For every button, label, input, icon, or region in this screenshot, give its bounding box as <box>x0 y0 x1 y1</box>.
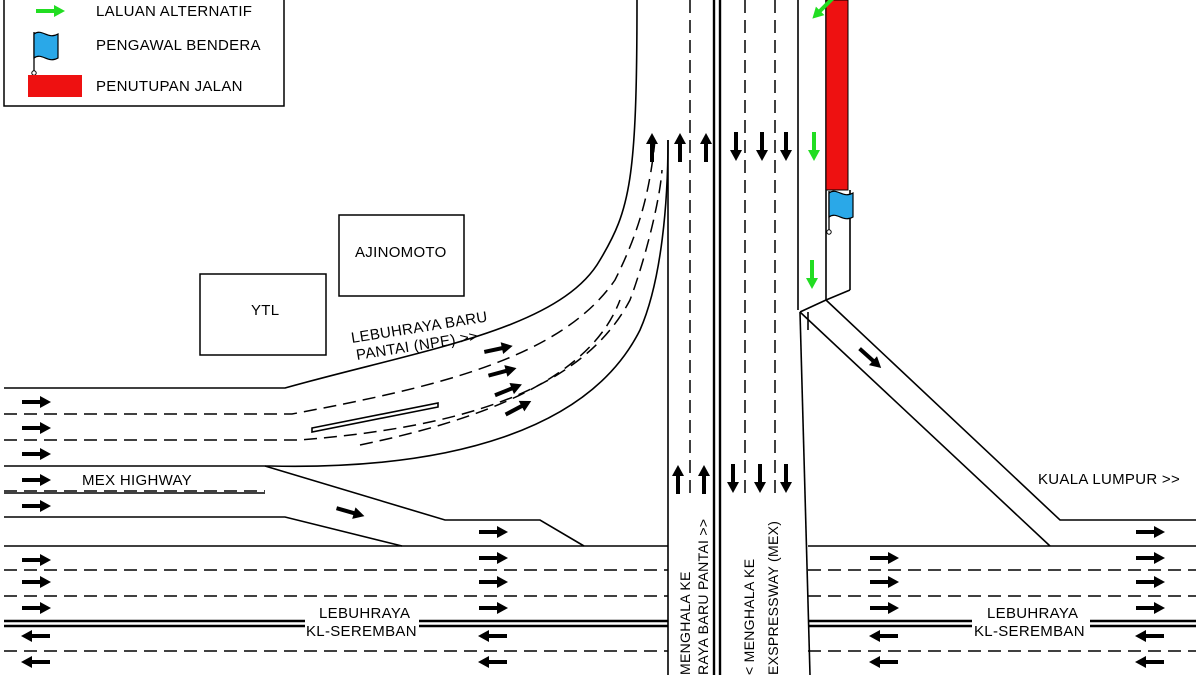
vertical-right-line1: < MENGHALA KE <box>741 559 757 675</box>
arrow-right-icon <box>870 602 899 614</box>
legend-red-bar-icon <box>28 75 82 97</box>
road-closure <box>825 0 849 191</box>
arrow-down-icon <box>780 464 792 493</box>
arrow-right-icon <box>22 576 51 588</box>
kl-seremban-left-label-bg <box>305 602 419 642</box>
building-ytl: YTL <box>199 273 327 356</box>
kl-seremban-right-line2: KL-SEREMBAN <box>974 623 1085 640</box>
arrow-up-icon <box>646 133 658 162</box>
arrow-right-icon <box>870 576 899 588</box>
arrow-right-icon <box>870 552 899 564</box>
vertical-left-line2: RAYA BARU PANTAI >> <box>695 519 711 675</box>
arrow-up-icon <box>700 133 712 162</box>
arrow-left-icon <box>478 630 507 642</box>
legend-label-flagman: PENGAWAL BENDERA <box>96 37 261 54</box>
arrow-right-icon <box>22 554 51 566</box>
flagman-icon <box>826 190 854 235</box>
arrow-right-icon <box>1136 526 1165 538</box>
arrow-right-icon <box>1136 552 1165 564</box>
vertical-right-line2: EXSPRESSWAY (MEX) <box>765 521 781 675</box>
road-labels: LEBUHRAYA BARU PANTAI (NPE) >> MEX HIGHW… <box>82 309 1180 675</box>
arrow-left-icon <box>478 656 507 668</box>
vertical-left-label-bg <box>670 498 712 675</box>
mex-highway-label: MEX HIGHWAY <box>82 472 192 489</box>
arrow-right-icon <box>1136 576 1165 588</box>
kl-seremban-left-line2: KL-SEREMBAN <box>306 623 417 640</box>
arrow-right-icon <box>22 602 51 614</box>
arrow-left-icon <box>21 656 50 668</box>
arrow-down-icon <box>756 132 768 161</box>
vertical-left-line1: MENGHALA KE <box>677 571 693 675</box>
arrow-right-icon <box>22 500 51 512</box>
arrow-npe-icon <box>486 362 519 382</box>
arrow-npe-icon <box>483 340 514 358</box>
building-ytl-label: YTL <box>251 302 279 319</box>
arrow-right-icon <box>22 474 51 486</box>
arrow-right-icon <box>22 396 51 408</box>
legend: LALUAN ALTERNATIF PENGAWAL BENDERA PENUT… <box>3 0 285 107</box>
arrow-right-icon <box>22 448 51 460</box>
arrow-down-icon <box>727 464 739 493</box>
arrow-down-icon <box>780 132 792 161</box>
arrow-left-icon <box>869 630 898 642</box>
arrow-left-icon <box>1135 630 1164 642</box>
building-ajinomoto-label: AJINOMOTO <box>355 244 447 261</box>
arrow-right-icon <box>22 422 51 434</box>
kl-seremban-right-line1: LEBUHRAYA <box>987 605 1078 622</box>
kuala-lumpur-label: KUALA LUMPUR >> <box>1038 471 1180 488</box>
kl-seremban-left-line1: LEBUHRAYA <box>319 605 410 622</box>
arrow-right-icon <box>479 576 508 588</box>
arrow-right-icon <box>479 602 508 614</box>
arrow-npe-icon <box>492 378 525 401</box>
vertical-right-label-bg <box>735 498 787 675</box>
legend-label-alternative: LALUAN ALTERNATIF <box>96 3 252 20</box>
arrow-up-icon <box>698 465 710 494</box>
arrow-left-icon <box>1135 656 1164 668</box>
green-arrow-icon <box>808 132 820 161</box>
arrow-left-icon <box>869 656 898 668</box>
arrow-up-icon <box>674 133 686 162</box>
arrow-mex-merge-icon <box>334 502 367 522</box>
arrow-right-icon <box>1136 602 1165 614</box>
building-ajinomoto: AJINOMOTO <box>338 214 465 297</box>
arrow-right-icon <box>479 552 508 564</box>
arrow-down-icon <box>730 132 742 161</box>
mex-highway-ramp <box>4 465 585 547</box>
traffic-arrows-west <box>21 340 535 668</box>
arrow-right-icon <box>479 526 508 538</box>
green-arrow-icon <box>806 260 818 289</box>
arrow-down-icon <box>754 464 766 493</box>
legend-label-closure: PENUTUPAN JALAN <box>96 78 243 95</box>
kuala-lumpur-ramp <box>799 299 1196 547</box>
kl-seremban-right-label-bg <box>972 602 1090 642</box>
npe-ramp <box>4 0 669 468</box>
arrow-up-icon <box>672 465 684 494</box>
arrow-left-icon <box>21 630 50 642</box>
